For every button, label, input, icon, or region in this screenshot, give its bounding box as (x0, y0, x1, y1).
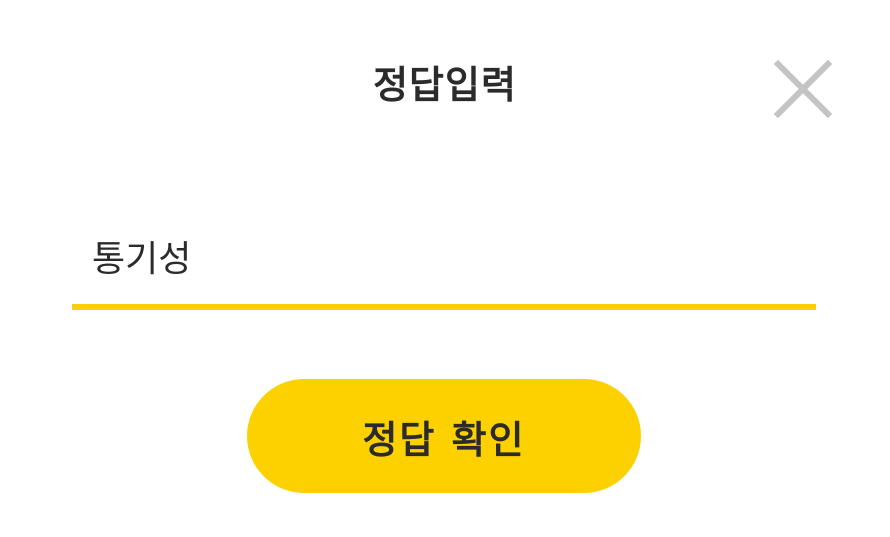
answer-underline (72, 304, 816, 310)
dialog-title: 정답입력 (373, 63, 517, 107)
close-icon (773, 59, 833, 119)
answer-input[interactable] (72, 210, 816, 302)
close-button[interactable] (772, 58, 834, 120)
answer-field (72, 210, 816, 312)
confirm-answer-button[interactable]: 정답 확인 (247, 379, 641, 493)
